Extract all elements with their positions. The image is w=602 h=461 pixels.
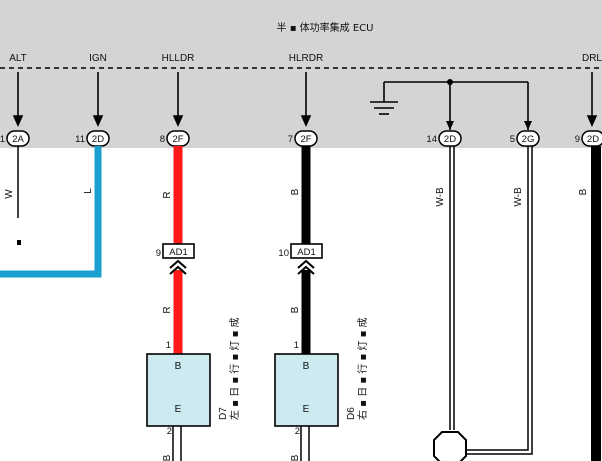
pin-hlldr: 8 2F xyxy=(160,130,190,147)
connector-ad1-left: 9 AD1 xyxy=(156,243,195,275)
ground-arrow-1 xyxy=(446,121,454,130)
svg-text:8: 8 xyxy=(160,134,165,145)
svg-text:9: 9 xyxy=(156,248,161,259)
pin-alt: 1 2A xyxy=(0,130,30,147)
component-d6: 1 B E D6 右 ▪ 日 ▪ 行 ▪ 灯 ▪ 成 2 B xyxy=(274,317,369,461)
ecu-body xyxy=(0,0,602,148)
wire-alt-fragment xyxy=(17,240,21,245)
pin-hlrdr: 7 2F xyxy=(288,130,318,147)
svg-text:E: E xyxy=(175,404,182,415)
pin-ign: 11 2D xyxy=(75,130,110,147)
svg-text:2D: 2D xyxy=(444,134,456,145)
pin-ground-1: 14 2D xyxy=(426,130,462,147)
ground-arrow-2 xyxy=(524,121,532,130)
svg-text:2: 2 xyxy=(167,426,172,437)
svg-text:E: E xyxy=(303,404,310,415)
wire-ground-2-inner xyxy=(466,146,533,455)
svg-text:B: B xyxy=(175,361,182,372)
terminal-name-ign: IGN xyxy=(89,53,107,64)
wire-label-alt: W xyxy=(4,189,15,199)
svg-text:1: 1 xyxy=(166,340,171,351)
ecu-title: 半 ▪ 体功率集成 ECU xyxy=(277,21,374,34)
svg-text:2D: 2D xyxy=(92,134,104,145)
terminal-name-hlrdr: HLRDR xyxy=(289,53,323,64)
svg-text:左 ▪ 日 ▪ 行 ▪ 灯 ▪ 成: 左 ▪ 日 ▪ 行 ▪ 灯 ▪ 成 xyxy=(228,317,241,420)
svg-text:9: 9 xyxy=(575,134,580,145)
terminal-name-alt: ALT xyxy=(9,53,27,64)
wire-ground-2 xyxy=(466,146,529,451)
svg-text:2D: 2D xyxy=(587,134,599,145)
wire-label-ground-2: W-B xyxy=(513,187,524,207)
ground-point-octagon xyxy=(433,431,467,461)
svg-text:5: 5 xyxy=(510,134,515,145)
svg-text:11: 11 xyxy=(75,134,85,145)
svg-text:1: 1 xyxy=(294,340,299,351)
wire-label-hlrdr-upper: B xyxy=(290,188,301,195)
svg-text:1: 1 xyxy=(0,134,5,145)
wire-label-hlrdr-lower: B xyxy=(290,306,301,313)
svg-text:B: B xyxy=(290,454,301,461)
svg-text:B: B xyxy=(303,361,310,372)
svg-text:2F: 2F xyxy=(300,134,311,145)
svg-text:AD1: AD1 xyxy=(297,247,315,258)
wire-label-ign: L xyxy=(83,188,94,194)
wire-label-hlldr-lower: R xyxy=(162,306,173,313)
svg-text:右 ▪ 日 ▪ 行 ▪ 灯 ▪ 成: 右 ▪ 日 ▪ 行 ▪ 灯 ▪ 成 xyxy=(356,317,369,420)
svg-text:14: 14 xyxy=(426,134,437,145)
svg-text:7: 7 xyxy=(288,134,293,145)
svg-text:D7: D7 xyxy=(218,407,229,420)
svg-text:2F: 2F xyxy=(172,134,183,145)
ground-junction-dot xyxy=(447,79,453,85)
svg-text:10: 10 xyxy=(278,248,289,259)
svg-text:AD1: AD1 xyxy=(169,247,187,258)
internal-arrows xyxy=(12,72,598,127)
wire-label-ground-1: W-B xyxy=(435,187,446,207)
svg-text:2G: 2G xyxy=(522,134,535,145)
terminal-name-hlldr: HLLDR xyxy=(162,53,195,64)
wire-label-hlldr-upper: R xyxy=(162,191,173,198)
svg-text:2: 2 xyxy=(295,426,300,437)
wire-label-drl: B xyxy=(578,188,589,195)
component-d7: 1 B E D7 左 ▪ 日 ▪ 行 ▪ 灯 ▪ 成 2 B xyxy=(146,317,241,461)
terminal-name-drl: DRL xyxy=(582,53,602,64)
pin-drl: 9 2D xyxy=(575,130,602,147)
pin-ground-2: 5 2G xyxy=(510,130,540,147)
svg-text:2A: 2A xyxy=(12,134,24,145)
svg-text:B: B xyxy=(162,454,173,461)
svg-text:D6: D6 xyxy=(346,407,357,420)
connector-ad1-right: 10 AD1 xyxy=(278,243,323,275)
wire-ign xyxy=(0,146,102,278)
